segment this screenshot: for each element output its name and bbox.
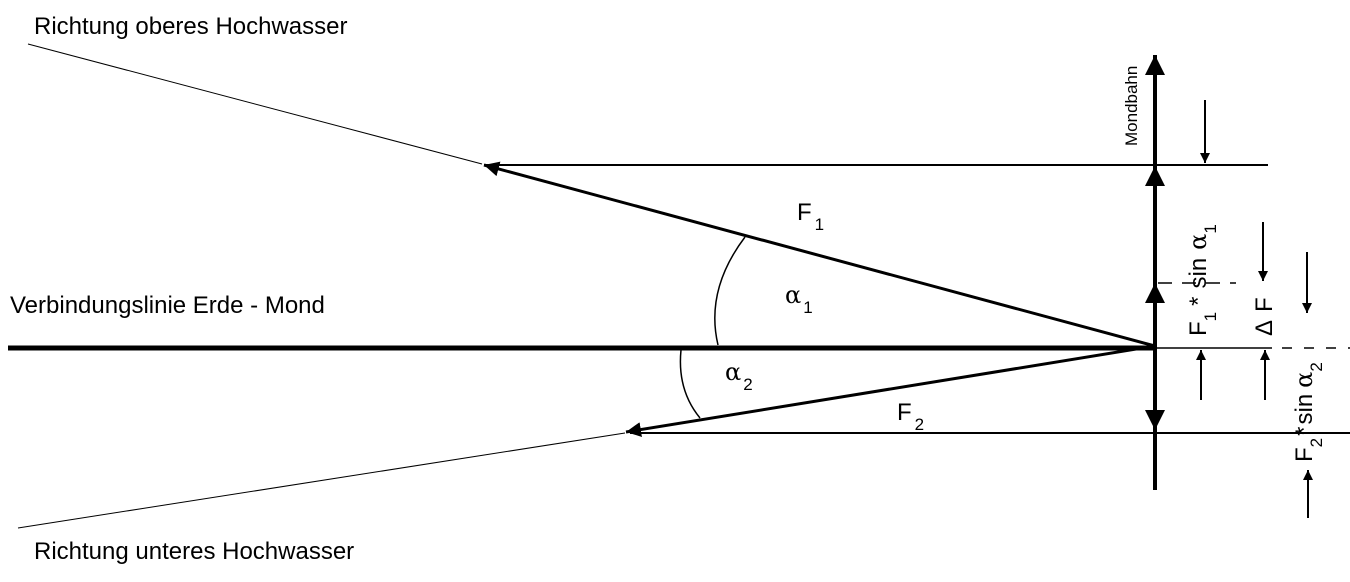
- label-lower-high-tide: Richtung unteres Hochwasser: [34, 538, 354, 565]
- label-delta-f: ΔF: [1251, 297, 1278, 336]
- label-f1-sin-alpha1: F1*sinα1: [1184, 224, 1220, 336]
- label-f2-sin-alpha2: F2*sinα2: [1290, 362, 1326, 462]
- force-vector-f1: [483, 161, 1156, 348]
- angle-arc-alpha2: [679, 349, 701, 419]
- label-moon-orbit: Mondbahn: [1122, 66, 1141, 146]
- angle-arc-alpha1: [714, 236, 746, 346]
- label-upper-high-tide: Richtung oberes Hochwasser: [34, 13, 348, 40]
- lower-high-tide-direction-line: [17, 432, 626, 529]
- label-earth-moon-line: Verbindungslinie Erde - Mond: [10, 292, 325, 319]
- upper-high-tide-direction-line: [27, 43, 483, 165]
- force-vector-f2: [625, 344, 1156, 437]
